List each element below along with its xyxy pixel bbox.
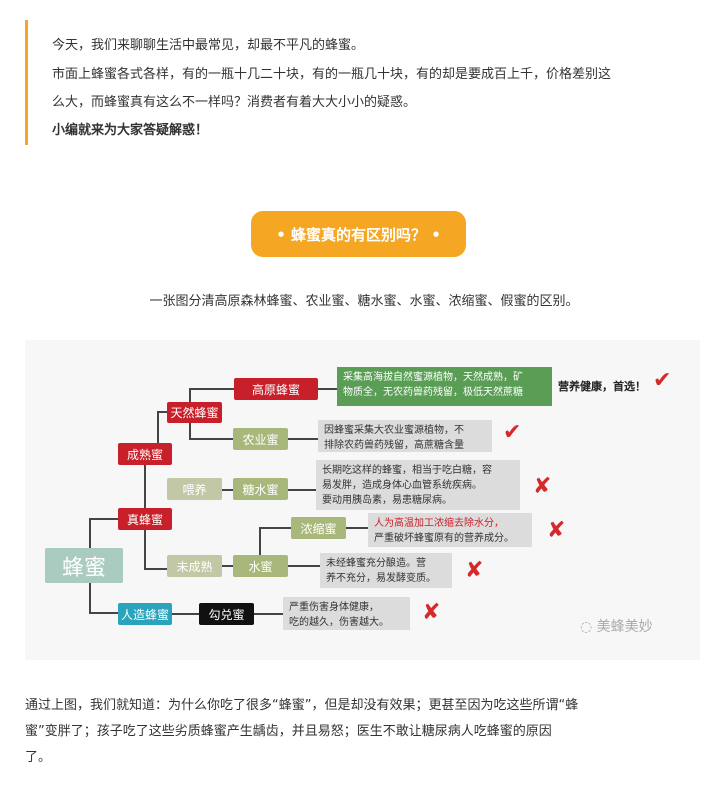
desc-line: 严重伤害身体健康， — [289, 602, 379, 613]
watermark: ◌ 美蜂美妙 — [580, 616, 653, 636]
desc-line: 易发胖，造成身体心血管系统疾病。 — [322, 480, 482, 491]
image-caption: 一张图分清高原森林蜂蜜、农业蜜、糖水蜜、水蜜、浓缩蜜、假蜜的区别。 — [149, 294, 579, 309]
intro-line: 么大，而蜂蜜真有这么不一样吗？消费者有着大大小小的疑惑。 — [52, 95, 417, 110]
cross-icon: ✘ — [547, 518, 566, 543]
node-mature: 成熟蜜 — [118, 443, 172, 465]
cross-icon: ✘ — [422, 600, 441, 625]
intro-line: 市面上蜂蜜各式各样，有的一瓶十几二十块，有的一瓶几十块，有的却是要成百上千，价格… — [52, 67, 612, 82]
desc-line: 养不充分，易发酵变质。 — [326, 573, 436, 584]
desc-plateau: 采集高海拔自然蜜源植物，天然成熟，矿物质全，无农药兽药残留，极低天然蔗糖 — [337, 367, 552, 406]
desc-agri: 因蜂蜜采集大农业蜜源植物，不排除农药兽药残留，高蔗糖含量 — [318, 420, 492, 452]
intro-line-bold: 小编就来为大家答疑解惑！ — [52, 123, 209, 138]
desc-line: 吃的越久，伤害越大。 — [289, 617, 389, 628]
node-concentrated: 浓缩蜜 — [291, 517, 346, 539]
desc-line: 严重破坏蜂蜜原有的营养成分。 — [374, 533, 514, 544]
watermark-text: 美蜂美妙 — [596, 619, 653, 635]
desc-line: 要动用胰岛素，易患糖尿病。 — [322, 495, 452, 506]
intro-line: 今天，我们来聊聊生活中最常见，却最不平凡的蜂蜜。 — [52, 38, 365, 53]
node-feed: 喂养 — [167, 478, 222, 500]
intro-quote: 今天，我们来聊聊生活中最常见，却最不平凡的蜂蜜。 市面上蜂蜜各式各样，有的一瓶十… — [25, 20, 703, 145]
desc-line: 因蜂蜜采集大农业蜜源植物，不 — [324, 425, 464, 436]
outro-line: 通过上图，我们就知道：为什么你吃了很多“蜂蜜”，但是却没有效果；更甚至因为吃这些… — [25, 698, 579, 713]
wechat-icon: ◌ — [580, 619, 597, 635]
desc-line: 采集高海拔自然蜜源植物，天然成熟，矿 — [343, 372, 523, 383]
desc-sugar: 长期吃这样的蜂蜜，相当于吃白糖，容易发胖，造成身体心血管系统疾病。要动用胰岛素，… — [316, 460, 520, 510]
node-water: 水蜜 — [233, 555, 288, 577]
desc-water: 未经蜂蜜充分酿造。营养不充分，易发酵变质。 — [320, 553, 452, 588]
node-sugar: 糖水蜜 — [233, 478, 288, 500]
desc-line: 排除农药兽药残留，高蔗糖含量 — [324, 440, 464, 451]
desc-line: 长期吃这样的蜂蜜，相当于吃白糖，容 — [322, 465, 492, 476]
node-immature: 未成熟 — [167, 555, 222, 577]
desc-line: 物质全，无农药兽药残留，极低天然蔗糖 — [343, 387, 523, 398]
plateau-verdict: 营养健康，首选！ — [558, 380, 646, 393]
honey-diagram: 蜂蜜 真蜂蜜 成熟蜜 天然蜂蜜 高原蜂蜜 农业蜜 喂养 糖水蜜 浓缩蜜 未成熟 … — [25, 340, 700, 660]
node-plateau: 高原蜂蜜 — [234, 378, 318, 400]
cross-icon: ✘ — [465, 558, 484, 583]
desc-concentrated: 人为高温加工浓缩去除水分， 严重破坏蜂蜜原有的营养成分。 — [368, 513, 532, 547]
node-fake: 人造蜂蜜 — [118, 603, 172, 625]
node-natural: 天然蜂蜜 — [167, 402, 222, 423]
desc-line: 人为高温加工浓缩去除水分， — [374, 518, 504, 529]
desc-blend: 严重伤害身体健康， 吃的越久，伤害越大。 — [283, 597, 410, 630]
node-blend: 勾兑蜜 — [199, 603, 254, 625]
connector-lines — [89, 388, 368, 615]
desc-line: 未经蜂蜜充分酿造。营 — [326, 558, 426, 569]
outro-line: 蜜”变胖了；孩子吃了这些劣质蜂蜜产生龋齿，并且易怒；医生不敢让糖尿病人吃蜂蜜的原… — [25, 724, 552, 739]
check-icon: ✔ — [503, 420, 522, 445]
outro-line: 了。 — [25, 750, 52, 765]
node-real-honey: 真蜂蜜 — [118, 508, 172, 530]
cross-icon: ✘ — [533, 474, 552, 499]
node-root: 蜂蜜 — [45, 548, 123, 583]
section-title: • 蜂蜜真的有区别吗？ • — [251, 211, 466, 257]
check-icon: ✔ — [653, 368, 672, 393]
node-agri: 农业蜜 — [233, 428, 288, 450]
